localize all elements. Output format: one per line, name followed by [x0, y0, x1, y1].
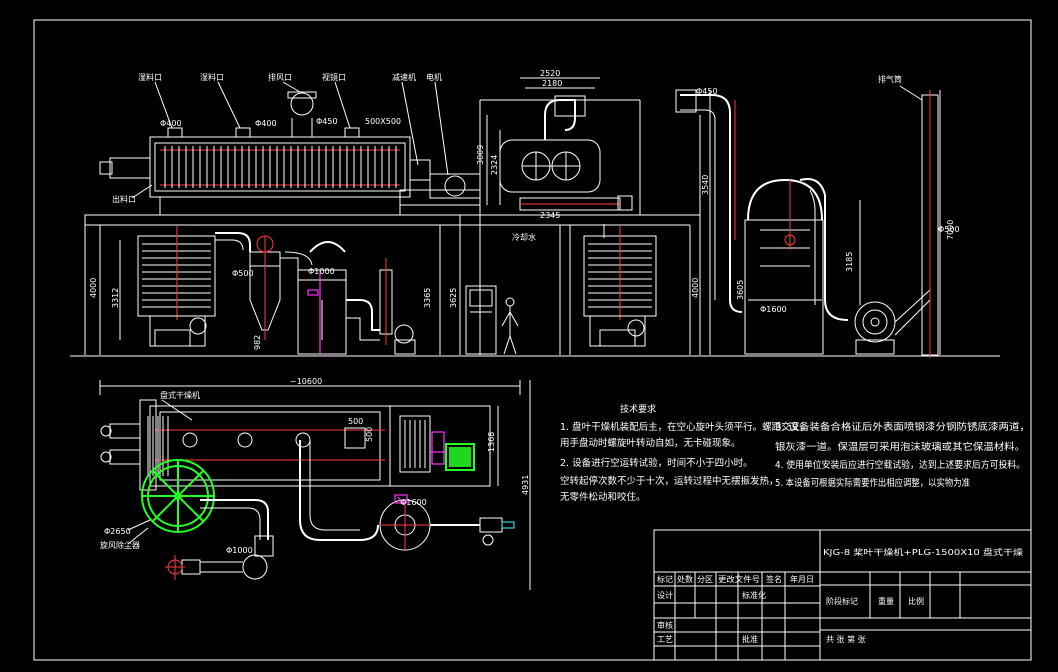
dim-phi400b: Φ400	[255, 119, 277, 128]
label-top-manhole: 排风口	[268, 72, 292, 82]
tb-standard: 标准化	[742, 590, 766, 600]
tb-drawing-title: KJG-8 桨叶干燥机+PLG-1500X10 盘式干燥	[823, 547, 1023, 557]
label-top-motor2: 电机	[426, 72, 442, 82]
drawing-border	[33, 19, 1032, 661]
tb-hdr-mark: 标记	[657, 574, 673, 584]
label-chimney: 排气筒	[878, 74, 902, 84]
dim-2520: 2520	[540, 69, 560, 78]
dim-4000b: 4000	[691, 278, 700, 298]
dim-3605: 3605	[736, 280, 745, 300]
dim-phi1600b: Φ1600	[400, 498, 427, 507]
note-line-7: 银灰漆一道。保温层可采用泡沫玻璃或其它保温材料。	[775, 441, 1025, 453]
note-line-6: 3. 设备装备合格证后外表面喷钢漆分钢防锈底漆两道，	[775, 421, 1030, 433]
tb-sheets: 共 张 第 张	[826, 634, 866, 644]
note-line-4: 空转起停次数不少于十次，运转过程中无摆振发热，	[560, 475, 779, 487]
note-line-2: 用手盘动时螺旋叶转动自如，无卡碰现象。	[560, 437, 741, 449]
dim-4000a: 4000	[89, 278, 98, 298]
tb-design: 设计	[657, 590, 673, 600]
tb-stage-mark: 阶段标记	[826, 596, 858, 606]
notes-title: 技术要求	[620, 403, 656, 415]
dim-500: 500	[348, 417, 363, 426]
label-top-vent-1: 湿料口	[138, 72, 162, 82]
note-line-8: 4. 使用单位安装后应进行空载试验，达到上述要求后方可投料。	[775, 459, 1025, 471]
label-dryer: 盘式干燥机	[160, 390, 200, 400]
dim-2345: 2345	[540, 211, 560, 220]
note-line-3: 2. 设备进行空运转试验，时间不小于四小时。	[560, 457, 753, 469]
dim-phi450-top: Φ450	[696, 87, 718, 96]
tb-hdr-count: 处数	[677, 574, 693, 584]
dim-phi1600: Φ1600	[760, 305, 787, 314]
dim-10600: ~10600	[290, 377, 322, 386]
label-dust-collector: 旋风除尘器	[100, 540, 140, 550]
dim-2324: 2324	[490, 155, 499, 175]
dim-982: 982	[253, 335, 262, 350]
dim-500b: 500	[365, 427, 374, 442]
dim-phi500-stack: Φ500	[938, 225, 960, 234]
dim-7000: 7000	[946, 220, 955, 240]
label-top-hatch: 视镜口	[322, 72, 346, 82]
dim-phi500b: Φ500	[232, 269, 254, 278]
tb-approve: 批准	[742, 634, 758, 644]
dim-3185: 3185	[845, 252, 854, 272]
title-block	[653, 529, 1032, 661]
dim-phi1000: Φ1000	[308, 267, 335, 276]
dim-1368: 1368	[487, 432, 496, 452]
dim-3540: 3540	[701, 175, 710, 195]
dim-phi1000b: Φ1000	[226, 546, 253, 555]
plan-view	[99, 380, 531, 590]
label-top-vent-2: 湿料口	[200, 72, 224, 82]
tb-scale: 比例	[908, 596, 924, 606]
dim-500x500: 500X500	[365, 117, 401, 126]
label-cooling-pipe: 冷却水	[512, 232, 536, 242]
dim-3009: 3009	[476, 145, 485, 165]
dim-phi2650: Φ2650	[104, 527, 131, 536]
note-line-5: 无零件松动和咬住。	[560, 491, 646, 503]
dim-phi400a: Φ400	[160, 119, 182, 128]
dim-3625: 3625	[449, 288, 458, 308]
tb-review: 审核	[657, 620, 673, 630]
tb-hdr-zone: 分区	[697, 575, 713, 584]
dim-3312: 3312	[111, 288, 120, 308]
tb-process: 工艺	[657, 635, 673, 644]
note-line-9: 5. 本设备可根据实际需要作出相应调整，以实物为准	[775, 477, 970, 489]
dim-3365: 3365	[423, 288, 432, 308]
dim-4931: 4931	[521, 475, 530, 495]
dim-phi450: Φ450	[316, 117, 338, 126]
note-line-1: 1. 盘叶干燥机装配后主，在空心旋叶头须平行。螺距交叉，	[560, 421, 810, 433]
tb-hdr-date: 年月日	[790, 574, 814, 584]
technical-notes: 技术要求 1. 盘叶干燥机装配后主，在空心旋叶头须平行。螺距交叉， 用手盘动时螺…	[560, 403, 810, 503]
dim-2180: 2180	[542, 79, 562, 88]
tb-weight: 重量	[878, 596, 894, 606]
label-top-motor: 减速机	[392, 72, 416, 82]
technical-notes-right: 3. 设备装备合格证后外表面喷钢漆分钢防锈底漆两道， 银灰漆一道。保温层可采用泡…	[775, 421, 1030, 489]
tb-hdr-sign: 签名	[766, 574, 782, 584]
elevation-view	[70, 77, 1000, 358]
operator-figure	[501, 297, 519, 355]
tb-hdr-docno: 更改文件号	[718, 574, 760, 584]
label-discharge: 出料口	[112, 194, 136, 204]
